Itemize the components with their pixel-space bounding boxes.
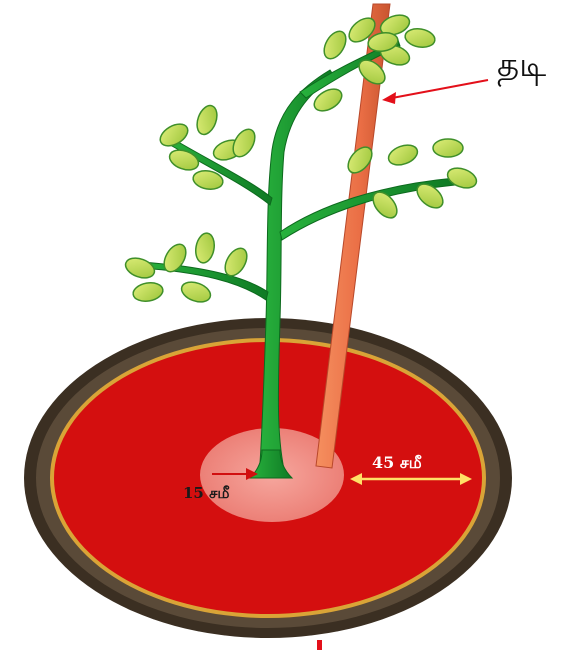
leaves <box>123 11 479 305</box>
leaf <box>132 281 165 304</box>
bottom-marker <box>317 640 322 650</box>
leaf <box>193 103 220 137</box>
leaf <box>404 27 437 50</box>
leaf <box>386 141 420 168</box>
stake-pointer-arrow <box>382 80 488 104</box>
leaf <box>179 278 213 305</box>
leaf <box>123 254 157 281</box>
leaf <box>167 146 201 173</box>
ring-width-label: 45 சமீ <box>372 453 422 472</box>
leaf <box>320 28 351 63</box>
leaf <box>194 232 217 265</box>
stake-label: தடி <box>497 45 546 87</box>
leaf <box>433 139 463 157</box>
inner-radius-label: 15 சமீ <box>183 484 230 502</box>
leaf <box>445 164 479 191</box>
